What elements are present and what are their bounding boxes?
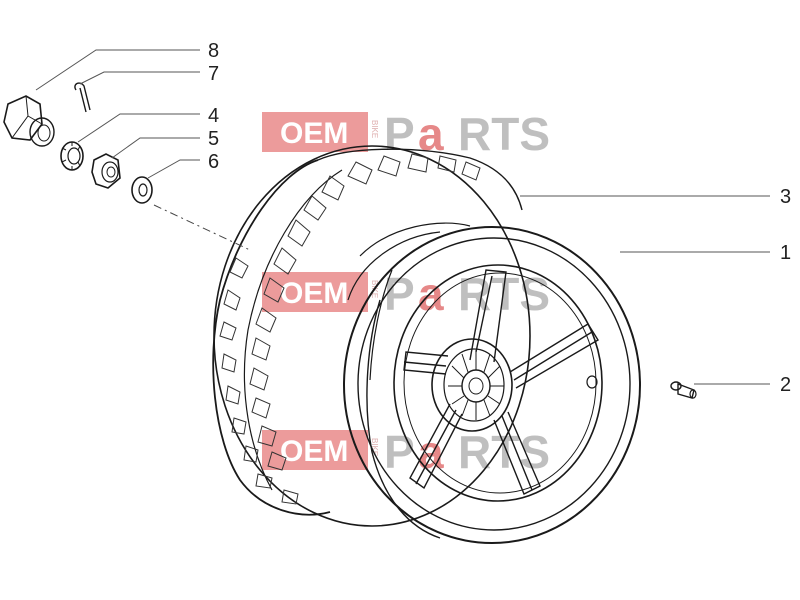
watermark-rts: RTS (458, 268, 550, 320)
watermark-a: a (418, 426, 444, 478)
callout-number: 8 (208, 40, 219, 62)
callout-number: 3 (780, 186, 791, 208)
callouts: 8 7 4 5 6 3 1 2 (35, 40, 791, 396)
watermark-rts: RTS (458, 108, 550, 160)
callout-1: 1 (620, 242, 791, 264)
watermark-p: P (384, 268, 415, 320)
watermark-oem: OEM (280, 277, 348, 310)
rim (343, 226, 641, 544)
castle-nut (60, 141, 84, 171)
watermark-bike: BIKE (370, 120, 379, 138)
tyre-tread-pattern (219, 153, 481, 505)
watermark-bottom: OEM BIKE P a RTS (262, 426, 550, 478)
watermark-top: OEM BIKE P a RTS (262, 108, 550, 160)
callout-6: 6 (147, 151, 219, 179)
callout-7: 7 (79, 63, 219, 85)
watermark-oem: OEM (280, 435, 348, 468)
callout-3: 3 (520, 186, 791, 208)
watermark-rts: RTS (458, 426, 550, 478)
washer (131, 176, 153, 204)
watermark-bike: BIKE (370, 438, 379, 456)
hex-nut (91, 153, 121, 189)
callout-8: 8 (35, 40, 219, 91)
watermark-middle: OEM BIKE P a RTS (262, 268, 550, 320)
tyre (212, 145, 531, 527)
watermark: OEM BIKE P a RTS OEM BIKE P a RTS OEM BI… (262, 108, 550, 478)
cotter-pin (74, 82, 91, 113)
callout-2: 2 (694, 374, 791, 396)
callout-5: 5 (111, 128, 219, 159)
watermark-oem: OEM (280, 117, 348, 150)
axle-centerline (153, 204, 251, 251)
callout-number: 7 (208, 63, 219, 85)
callout-number: 5 (208, 128, 219, 150)
watermark-a: a (418, 268, 444, 320)
callout-number: 6 (208, 151, 219, 173)
callout-number: 4 (208, 105, 219, 127)
watermark-p: P (384, 426, 415, 478)
rim-hub (431, 338, 513, 432)
callout-number: 1 (780, 242, 791, 264)
valve (670, 381, 697, 399)
callout-4: 4 (77, 105, 219, 143)
callout-number: 2 (780, 374, 791, 396)
axle-nut-cap (3, 95, 55, 147)
